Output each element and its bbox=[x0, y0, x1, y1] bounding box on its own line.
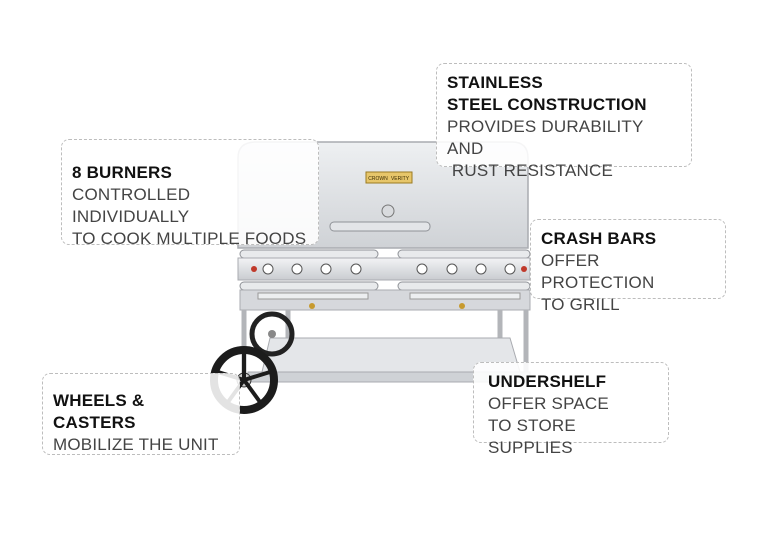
callout-body: RUST RESISTANCE bbox=[447, 161, 613, 180]
grill-body bbox=[239, 289, 531, 311]
lid-handle bbox=[329, 221, 431, 232]
callout-burners: 8 BURNERS CONTROLLED INDIVIDUALLY TO COO… bbox=[61, 139, 319, 248]
callout-title: CRASH BARS bbox=[541, 229, 657, 248]
callout-title: UNDERSHELF bbox=[488, 372, 607, 391]
callout-stainless-steel: STAINLESS STEEL CONSTRUCTION PROVIDES DU… bbox=[436, 63, 692, 180]
callout-body: TO STORE SUPPLIES bbox=[488, 416, 576, 457]
callout-body: OFFER PROTECTION bbox=[541, 251, 655, 292]
callout-title: STEEL CONSTRUCTION bbox=[447, 95, 647, 114]
badge-brand-left: CROWN bbox=[368, 176, 388, 182]
callout-title: WHEELS & CASTERS bbox=[53, 391, 145, 432]
control-panel bbox=[237, 257, 531, 281]
callout-title: STAINLESS bbox=[447, 73, 543, 92]
caster-wheel bbox=[249, 311, 295, 357]
callout-wheels: WHEELS & CASTERS MOBILIZE THE UNIT bbox=[42, 373, 240, 455]
callout-crash-bars: CRASH BARS OFFER PROTECTION TO GRILL bbox=[530, 219, 726, 314]
thermometer-icon bbox=[381, 204, 395, 218]
callout-body: TO COOK MULTIPLE FOODS bbox=[72, 229, 307, 248]
callout-body: PROVIDES DURABILITY AND bbox=[447, 117, 644, 158]
callout-body: OFFER SPACE bbox=[488, 394, 609, 413]
callout-body: CONTROLLED INDIVIDUALLY bbox=[72, 185, 191, 226]
knob-icon bbox=[251, 263, 527, 275]
callout-title: 8 BURNERS bbox=[72, 163, 173, 182]
callout-body: TO GRILL bbox=[541, 295, 620, 314]
brand-badge: CROWN VERITY bbox=[365, 171, 413, 184]
badge-brand-right: VERITY bbox=[391, 176, 410, 182]
callout-undershelf: UNDERSHELF OFFER SPACE TO STORE SUPPLIES bbox=[473, 362, 669, 457]
callout-body: MOBILIZE THE UNIT bbox=[53, 435, 219, 454]
